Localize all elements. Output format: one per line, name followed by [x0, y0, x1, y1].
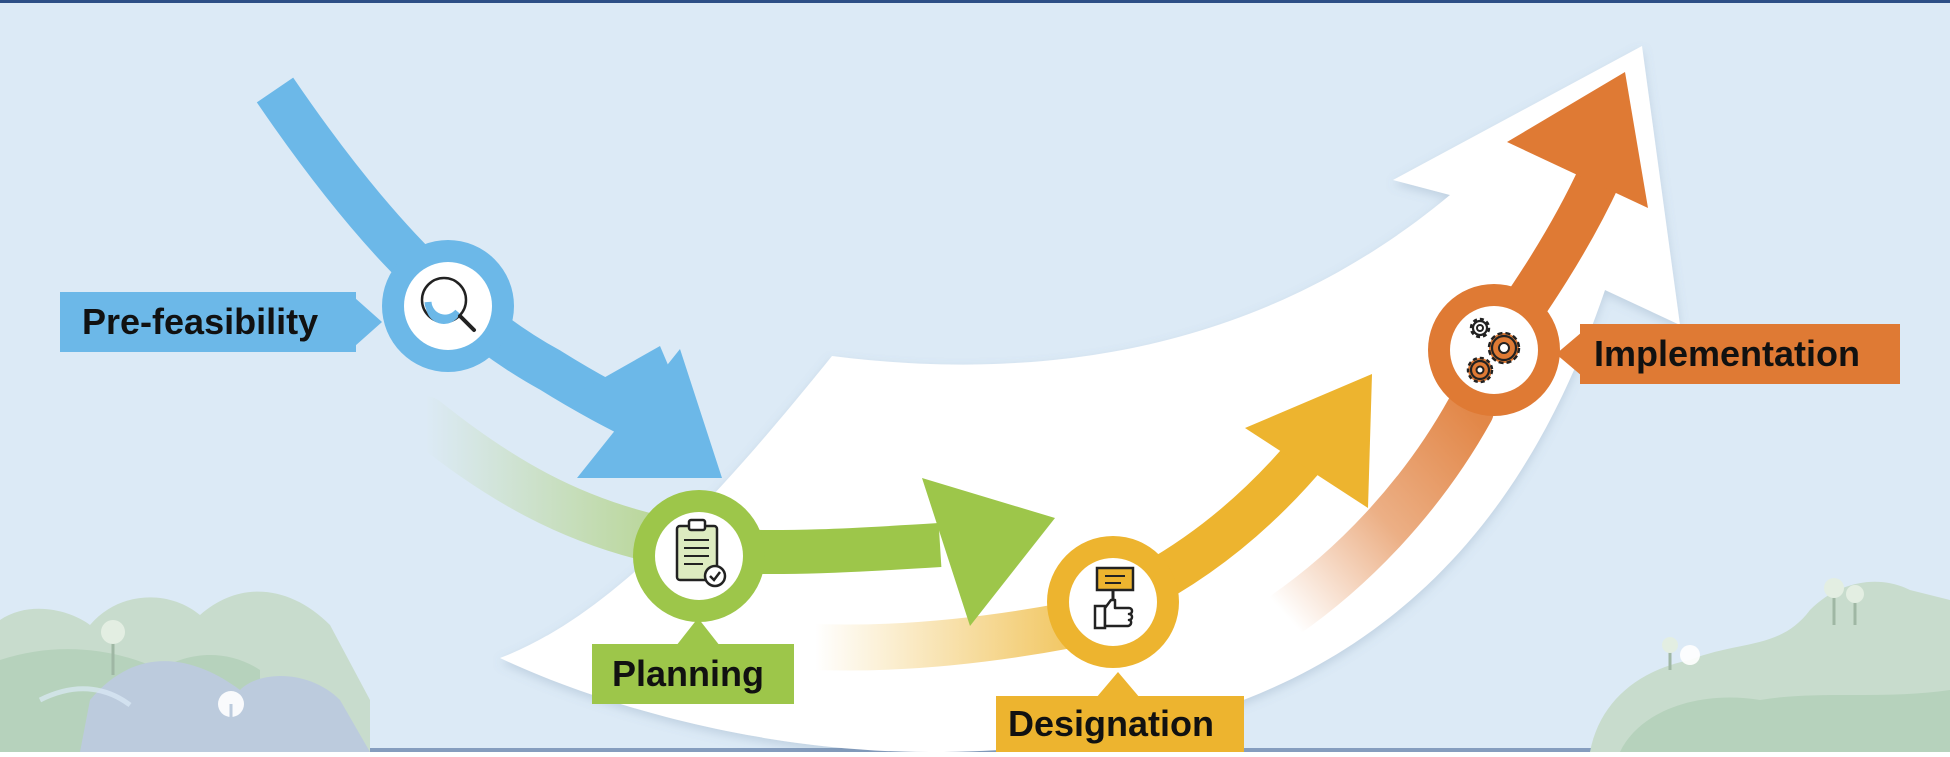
planning-label: Planning: [612, 653, 764, 694]
implementation-pointer: [1556, 332, 1582, 376]
green-trail: [401, 396, 684, 564]
pre-feasibility-box: [60, 292, 356, 352]
thumbs-up-sign-icon: [1093, 566, 1135, 630]
planning-box: [592, 644, 794, 704]
magnifier-icon: [420, 276, 476, 332]
pre-feasibility-label: Pre-feasibility: [82, 301, 319, 342]
clipboard-check-icon: [675, 518, 727, 588]
top-border-line: [0, 0, 1950, 3]
designation-box: [996, 696, 1244, 752]
orange-trail: [1261, 386, 1494, 639]
implementation-label: Implementation: [1594, 333, 1861, 374]
landscape-left: [0, 591, 370, 752]
landscape-right: [1590, 578, 1950, 752]
yellow-trail: [814, 602, 1075, 671]
ribbon-arrow: [500, 46, 1680, 752]
planning-pointer: [676, 618, 720, 646]
pre-feasibility-pointer: [355, 298, 382, 346]
gears-icon: [1466, 317, 1521, 384]
designation-pointer: [1096, 672, 1140, 698]
implementation-box: [1580, 324, 1900, 384]
designation-label: Designation: [1008, 703, 1215, 744]
